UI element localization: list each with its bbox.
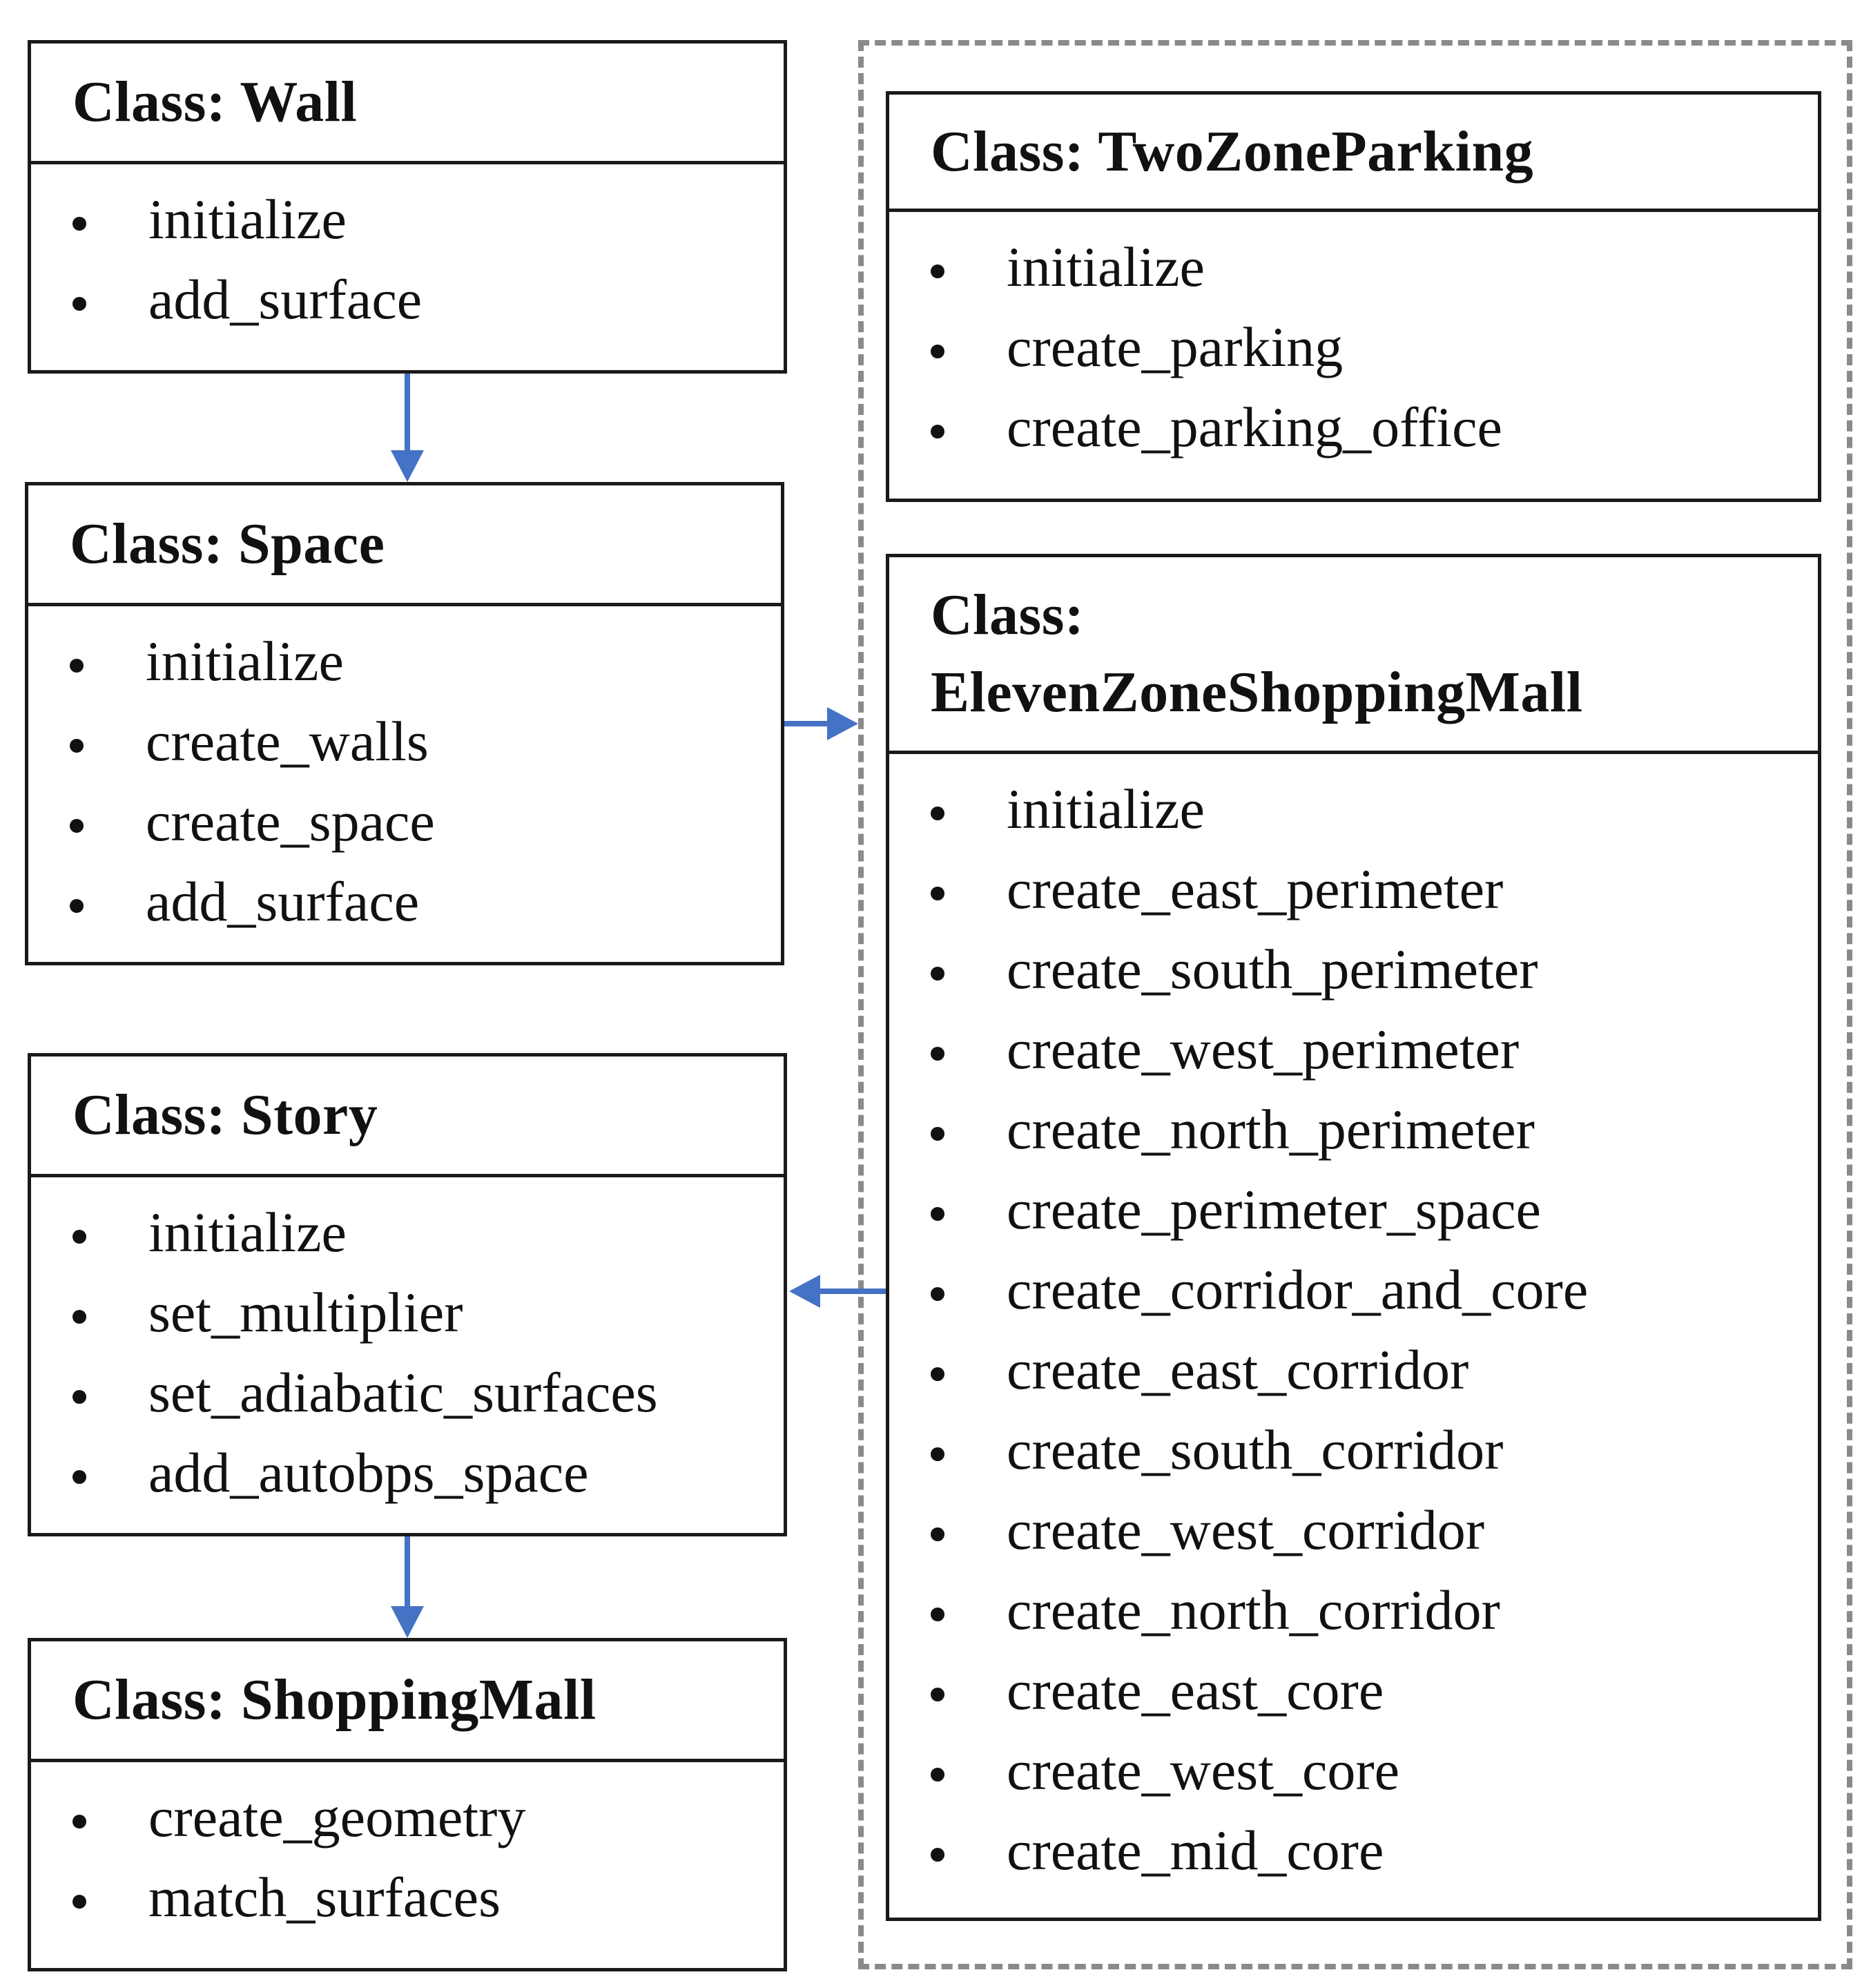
class-eleven-zone-shopping-mall-box: Class: ElevenZoneShoppingMall initialize… bbox=[886, 554, 1821, 1921]
class-eleven-zone-title-line2: ElevenZoneShoppingMall bbox=[931, 660, 1583, 724]
method-item: initialize bbox=[31, 1193, 784, 1273]
class-eleven-zone-title-line1: Class: bbox=[931, 583, 1085, 647]
class-space-title-text: Class: Space bbox=[70, 512, 385, 576]
method-item: create_north_corridor bbox=[889, 1570, 1818, 1650]
method-item: create_north_perimeter bbox=[889, 1090, 1818, 1170]
class-wall-box: Class: Wall initialize add_surface bbox=[28, 40, 787, 374]
arrow-story-to-shopping-mall-head bbox=[391, 1606, 424, 1638]
method-item: initialize bbox=[889, 227, 1818, 307]
class-story-box: Class: Story initialize set_multiplier s… bbox=[28, 1053, 787, 1536]
method-item: add_surface bbox=[31, 260, 784, 340]
class-space-methods: initialize create_walls create_space add… bbox=[28, 606, 781, 942]
zone-classes-group bbox=[858, 40, 1852, 1969]
method-item: create_south_perimeter bbox=[889, 929, 1818, 1010]
method-item: initialize bbox=[889, 769, 1818, 849]
class-wall-title-text: Class: Wall bbox=[72, 70, 358, 134]
class-two-zone-parking-title-text: Class: TwoZoneParking bbox=[931, 119, 1534, 184]
class-space-box: Class: Space initialize create_walls cre… bbox=[25, 482, 784, 965]
class-shopping-mall-box: Class: ShoppingMall create_geometry matc… bbox=[28, 1638, 787, 1971]
method-item: create_west_perimeter bbox=[889, 1010, 1818, 1090]
method-item: create_corridor_and_core bbox=[889, 1250, 1818, 1330]
class-eleven-zone-shopping-mall-methods: initialize create_east_perimeter create_… bbox=[889, 754, 1818, 1891]
class-two-zone-parking-methods: initialize create_parking create_parking… bbox=[889, 212, 1818, 467]
class-two-zone-parking-box: Class: TwoZoneParking initialize create_… bbox=[886, 91, 1821, 502]
method-item: create_geometry bbox=[31, 1777, 784, 1857]
arrow-group-to-story-head bbox=[789, 1275, 820, 1308]
method-item: create_west_core bbox=[889, 1730, 1818, 1811]
class-shopping-mall-methods: create_geometry match_surfaces bbox=[31, 1762, 784, 1938]
method-item: create_mid_core bbox=[889, 1811, 1818, 1891]
method-item: set_multiplier bbox=[31, 1273, 784, 1353]
method-item: create_east_core bbox=[889, 1650, 1818, 1730]
method-item: create_parking bbox=[889, 307, 1818, 387]
class-story-methods: initialize set_multiplier set_adiabatic_… bbox=[31, 1177, 784, 1513]
class-wall-title: Class: Wall bbox=[31, 44, 784, 164]
method-item: match_surfaces bbox=[31, 1857, 784, 1938]
method-item: create_west_corridor bbox=[889, 1490, 1818, 1570]
method-item: set_adiabatic_surfaces bbox=[31, 1353, 784, 1433]
arrow-wall-to-space-head bbox=[391, 450, 424, 482]
class-wall-methods: initialize add_surface bbox=[31, 164, 784, 340]
method-item: create_walls bbox=[28, 702, 781, 782]
method-item: create_east_corridor bbox=[889, 1330, 1818, 1410]
class-shopping-mall-title-text: Class: ShoppingMall bbox=[72, 1668, 597, 1732]
method-item: create_perimeter_space bbox=[889, 1170, 1818, 1250]
method-item: initialize bbox=[28, 621, 781, 702]
class-shopping-mall-title: Class: ShoppingMall bbox=[31, 1641, 784, 1762]
arrow-space-to-group-head bbox=[827, 707, 858, 740]
method-item: add_autobps_space bbox=[31, 1433, 784, 1513]
class-story-title-text: Class: Story bbox=[72, 1083, 378, 1147]
method-item: initialize bbox=[31, 180, 784, 260]
method-item: create_space bbox=[28, 782, 781, 862]
method-item: create_parking_office bbox=[889, 387, 1818, 467]
method-item: add_surface bbox=[28, 862, 781, 942]
class-space-title: Class: Space bbox=[28, 485, 781, 606]
method-item: create_east_perimeter bbox=[889, 849, 1818, 929]
method-item: create_south_corridor bbox=[889, 1410, 1818, 1490]
class-two-zone-parking-title: Class: TwoZoneParking bbox=[889, 95, 1818, 212]
class-eleven-zone-shopping-mall-title: Class: ElevenZoneShoppingMall bbox=[889, 557, 1818, 754]
class-story-title: Class: Story bbox=[31, 1056, 784, 1177]
